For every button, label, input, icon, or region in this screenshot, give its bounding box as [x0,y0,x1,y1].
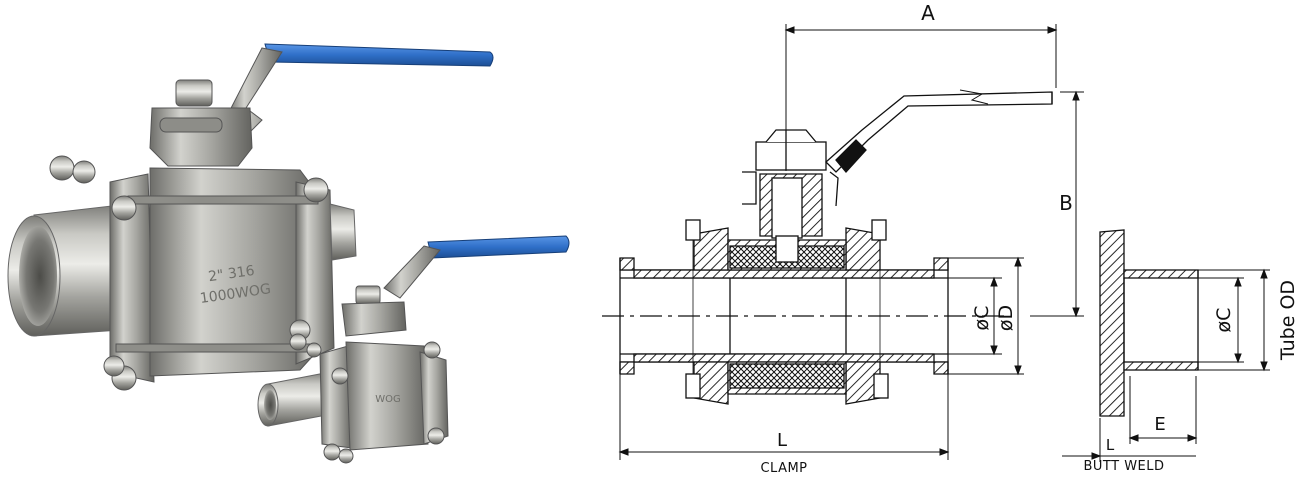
large-valve-marking-1: 2" 316 [207,263,255,285]
stem-assembly [742,129,839,263]
dimension-c-d-clamp [948,256,1024,376]
label-tube-od: Tube OD [1277,280,1299,361]
dimension-b [1030,90,1084,318]
small-valve-marking: WOG [375,394,401,405]
label-b: B [1059,191,1073,215]
valve-body-section [685,219,889,405]
dimension-tube-od [1198,268,1270,372]
small-valve-bolts [289,333,445,464]
butt-weld-section [1099,229,1199,417]
label-e: E [1154,414,1165,435]
label-c-weld: øC [1213,308,1235,333]
small-valve-stem-nut [355,285,381,305]
dimension-a [784,24,1058,126]
handle-lever [825,89,1053,173]
label-d-clamp: øD [995,305,1017,331]
dimension-l-clamp [618,374,950,460]
small-valve-handle-arm [383,245,441,299]
large-valve-photo: 2" 316 1000WOG [7,43,494,391]
caption-butt-weld: BUTT WELD [1083,459,1164,474]
large-valve-stem-nut [175,79,213,107]
large-valve-bonnet [149,107,253,167]
small-valve-body [345,341,429,451]
technical-drawing [602,24,1270,462]
large-valve-handle [264,43,494,67]
small-valve-handle [427,235,570,259]
dimension-e [1128,376,1198,444]
label-c-clamp: øC [971,306,993,331]
label-a: A [921,1,935,25]
dimension-c-weld [1198,276,1244,364]
caption-clamp: CLAMP [760,461,807,476]
label-l-clamp: L [777,430,787,451]
label-l-weld: L [1106,436,1115,454]
dimension-l-weld [1062,418,1196,462]
small-valve-photo: WOG [257,235,570,464]
large-valve-bolts [49,155,329,391]
